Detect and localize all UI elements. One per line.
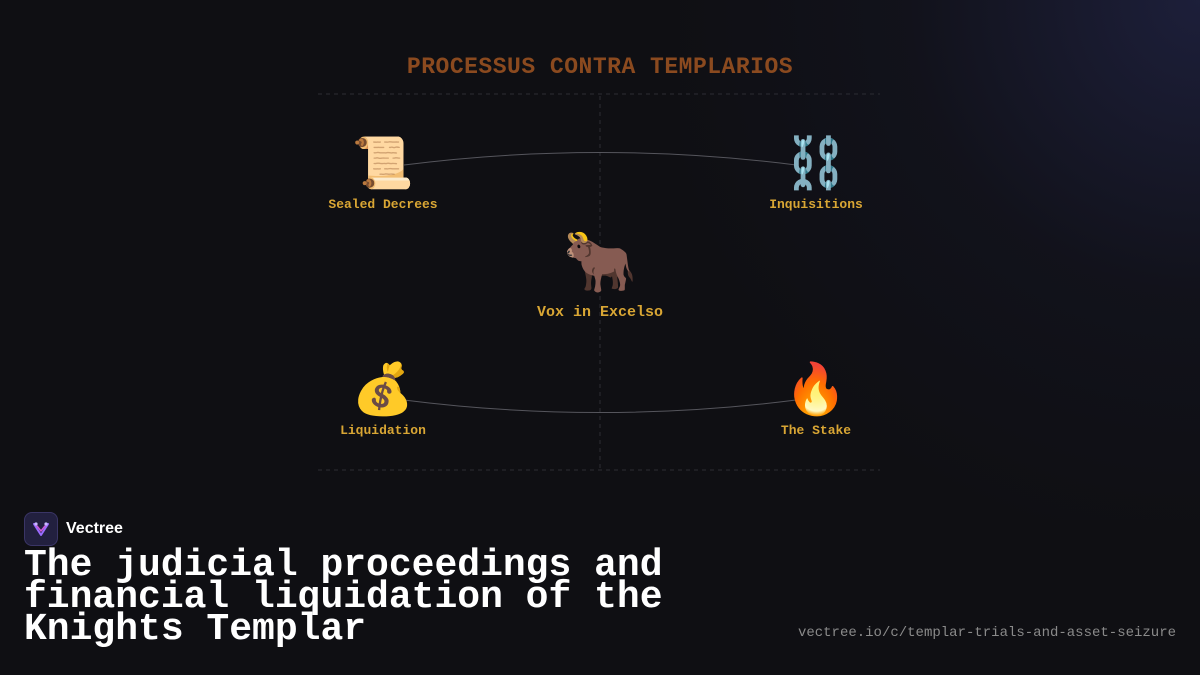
node-vox-in-excelso: 🐂 Vox in Excelso (500, 230, 700, 321)
connector-top (403, 152, 797, 166)
brand-name: Vectree (66, 520, 123, 537)
node-sealed-decrees: 📜 Sealed Decrees (318, 135, 448, 212)
node-label: Inquisitions (769, 197, 863, 212)
center-node-label: Vox in Excelso (536, 304, 664, 321)
source-url: vectree.io/c/templar-trials-and-asset-se… (797, 625, 1176, 641)
node-liquidation: 💰 Liquidation (318, 361, 448, 438)
money-bag-icon: 💰 (351, 360, 415, 418)
vectree-logo-icon (24, 512, 58, 546)
diagram-title: PROCESSUS CONTRA TEMPLARIOS (406, 54, 794, 80)
scroll-icon: 📜 (351, 134, 415, 192)
node-label: The Stake (780, 423, 852, 438)
chains-icon: ⛓️ (784, 134, 848, 192)
brand: Vectree (24, 512, 123, 546)
headline: The judicial proceedings and financial l… (24, 544, 663, 651)
fire-icon: 🔥 (784, 360, 848, 418)
connector-bottom (403, 399, 797, 413)
bull-icon: 🐂 (562, 227, 638, 297)
background-glow (680, 0, 1200, 520)
node-inquisitions: ⛓️ Inquisitions (751, 135, 881, 212)
node-label: Liquidation (340, 423, 426, 438)
node-the-stake: 🔥 The Stake (751, 361, 881, 438)
node-label: Sealed Decrees (328, 197, 438, 212)
